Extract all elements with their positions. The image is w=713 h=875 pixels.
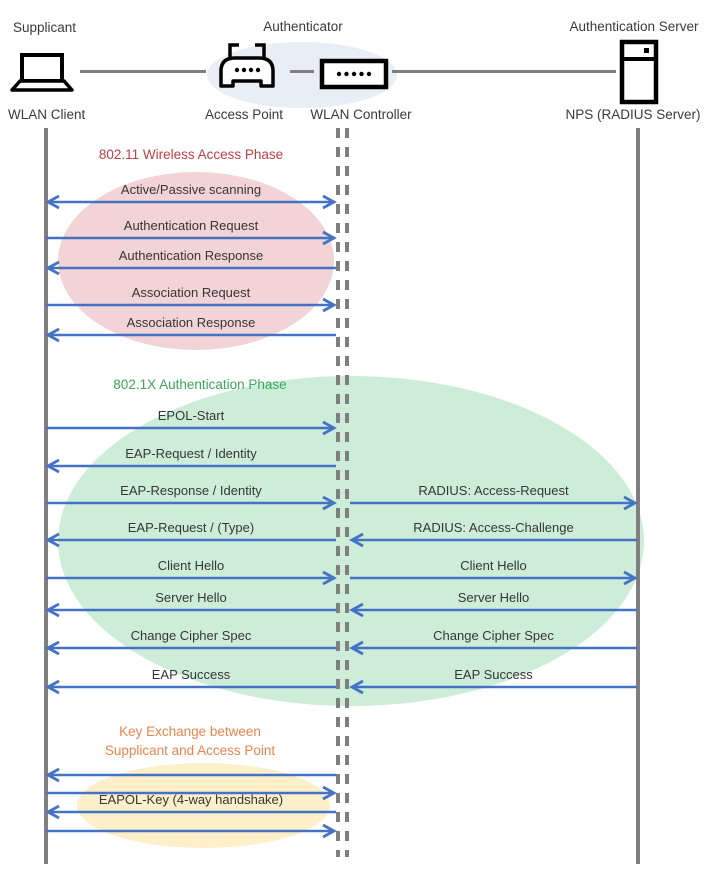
message-arrow-left (45, 640, 336, 656)
node-label-nps-radius-server: NPS (RADIUS Server) (565, 107, 701, 122)
phase-title-8021x-authentication: 802.1X Authentication Phase (113, 377, 287, 392)
role-label-authenticator: Authenticator (263, 19, 343, 34)
message-arrow-right (46, 297, 337, 313)
lifeline-wlan-client (44, 128, 48, 864)
message-arrow-left (45, 679, 336, 695)
message-label: EAP Success (151, 667, 231, 682)
message-label: Active/Passive scanning (120, 182, 262, 197)
message-label: Authentication Request (123, 218, 259, 233)
lifeline-access-point-dashed (336, 128, 340, 857)
message-label: Association Request (131, 285, 251, 300)
message-label: Client Hello (460, 558, 527, 573)
server-icon (619, 39, 659, 105)
message-label: EPOL-Start (157, 408, 225, 423)
phase-title-80211-wireless-access: 802.11 Wireless Access Phase (98, 147, 284, 162)
message-label: Server Hello (457, 590, 530, 605)
message-arrow-left (45, 458, 336, 474)
message-arrow-right (46, 785, 337, 801)
role-label-supplicant: Supplicant (13, 20, 77, 35)
message-arrow-right (46, 495, 337, 511)
connector-line-ap-controller (290, 70, 314, 73)
message-arrow-left (45, 767, 336, 783)
message-label: EAP-Response / Identity (120, 483, 262, 498)
node-label-wlan-controller: WLAN Controller (310, 107, 412, 122)
message-label: Server Hello (155, 590, 227, 605)
phase-keyexchange-ellipse (77, 763, 330, 848)
message-label: Authentication Response (118, 248, 264, 263)
laptop-icon (10, 53, 74, 92)
wlan-controller-icon (319, 58, 389, 90)
message-label: RADIUS: Access-Request (418, 483, 569, 498)
message-label: Client Hello (157, 558, 225, 573)
lifeline-wlan-controller-dashed (345, 128, 349, 857)
message-arrow-left (349, 532, 637, 548)
message-label: RADIUS: Access-Challenge (413, 520, 574, 535)
message-arrow-left (45, 327, 336, 343)
node-label-access-point: Access Point (204, 107, 284, 122)
message-arrow-left (349, 640, 637, 656)
message-arrow-right (350, 570, 638, 586)
message-arrow-left (45, 602, 336, 618)
access-point-icon (219, 43, 275, 88)
node-label-wlan-client: WLAN Client (8, 107, 86, 122)
message-arrow-left (45, 260, 336, 276)
phase-title-key-exchange: Key Exchange between Supplicant and Acce… (80, 722, 300, 760)
message-label: EAPOL-Key (4-way handshake) (98, 792, 284, 807)
message-label: EAP-Request / Identity (125, 446, 257, 461)
role-label-authentication-server: Authentication Server (569, 19, 699, 34)
message-arrow-right (46, 420, 337, 436)
message-label: EAP-Request / (Type) (127, 520, 255, 535)
message-arrow-left (349, 679, 637, 695)
message-arrow-right (46, 230, 337, 246)
connector-line-controller-server (392, 70, 616, 73)
message-arrow-right (46, 570, 337, 586)
message-arrow-right (46, 823, 337, 839)
message-arrow-both (45, 194, 337, 210)
phase-title-key-exchange-line2: Supplicant and Access Point (104, 743, 276, 758)
message-arrow-left (45, 532, 336, 548)
connector-line-client-ap (80, 70, 206, 73)
message-label: Association Response (126, 315, 256, 330)
message-arrow-right (350, 495, 638, 511)
message-label: Change Cipher Spec (130, 628, 252, 643)
message-arrow-left (349, 602, 637, 618)
phase-title-key-exchange-line1: Key Exchange between (119, 724, 261, 739)
message-arrow-left (45, 804, 336, 820)
message-label: Change Cipher Spec (433, 628, 554, 643)
lifeline-nps-server (636, 128, 640, 864)
message-label: EAP Success (454, 667, 533, 682)
